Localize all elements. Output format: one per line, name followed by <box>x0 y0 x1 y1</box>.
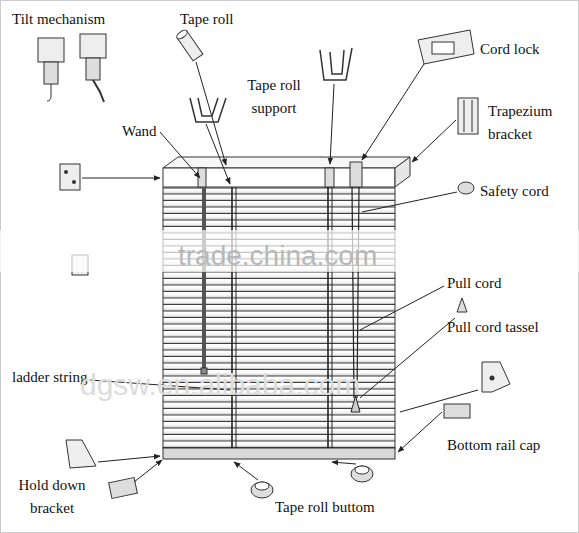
part-label: Tape roll buttom <box>275 496 375 519</box>
end-cap <box>60 164 80 190</box>
leader-line <box>330 84 334 164</box>
leader-line <box>98 456 160 462</box>
leader-line <box>362 64 424 160</box>
ladder-string <box>236 187 237 448</box>
leader-line <box>412 120 456 162</box>
pull-cord <box>352 187 354 398</box>
ladder-string <box>332 187 333 448</box>
part-label: Wand <box>122 120 157 143</box>
part-label: Safety cord <box>480 180 549 203</box>
part-label: Pull cord <box>447 272 502 295</box>
slat-stack <box>163 188 395 448</box>
leader-line <box>362 192 457 212</box>
pull-cord <box>357 187 359 398</box>
tilt-hook <box>47 84 51 101</box>
button-part <box>355 466 369 474</box>
support-part <box>190 98 226 122</box>
ladder-string <box>327 187 329 448</box>
tilt-hook <box>93 80 104 102</box>
support-part <box>320 48 352 80</box>
tassel-part <box>457 298 467 312</box>
end-cap-hole <box>72 180 76 184</box>
ladder-string <box>231 187 233 448</box>
leader-line <box>360 318 455 398</box>
watermark: trade.china.com <box>178 234 377 277</box>
part-label: Pull cord tassel <box>447 316 539 339</box>
tilt-part <box>80 34 106 58</box>
bracket-hole <box>490 376 495 381</box>
leader-line <box>134 460 162 482</box>
bracket-part <box>458 98 478 134</box>
rail-cap-part <box>444 404 470 418</box>
part-label: Tilt mechanism <box>12 8 105 31</box>
tilt-part <box>86 58 100 80</box>
button-part <box>251 482 273 498</box>
cord-lock-part <box>432 42 454 54</box>
cord-lock-box <box>350 162 362 187</box>
watermark: dgsw.en.alibaba.com <box>80 362 360 409</box>
bracket-part <box>482 362 510 392</box>
headrail-top <box>163 157 410 168</box>
part-label: ladder string <box>12 366 87 389</box>
cord-lock-part <box>418 30 474 64</box>
bracket-part <box>472 100 473 132</box>
bottom-rail <box>163 448 395 459</box>
part-label: Tape roll support <box>232 74 316 121</box>
headrail-side <box>395 157 410 187</box>
part-label: Hold down bracket <box>6 474 98 521</box>
support-box <box>325 168 334 187</box>
tilt-part <box>44 62 58 84</box>
button-part <box>255 482 269 490</box>
tilt-part <box>38 38 64 62</box>
wand <box>202 187 206 370</box>
bracket-part <box>464 100 465 132</box>
button-part <box>351 466 373 482</box>
part-label: Tape roll <box>180 8 234 31</box>
hold-down-part <box>66 440 96 468</box>
leader-line <box>360 286 444 330</box>
leader-line <box>160 132 200 178</box>
safety-cord-part <box>458 182 474 194</box>
tape-roll-end <box>175 29 188 41</box>
leader-line <box>82 178 160 179</box>
leader-line <box>332 462 356 464</box>
leader-line <box>398 412 442 452</box>
leader-line <box>234 462 258 480</box>
leader-line <box>206 124 230 184</box>
part-label: Cord lock <box>480 38 540 61</box>
part-label: Trapezium bracket <box>488 100 560 147</box>
end-cap <box>109 477 138 498</box>
tape-roll <box>175 29 203 61</box>
part-label: Bottom rail cap <box>447 434 540 457</box>
end-cap-hole <box>64 170 68 174</box>
